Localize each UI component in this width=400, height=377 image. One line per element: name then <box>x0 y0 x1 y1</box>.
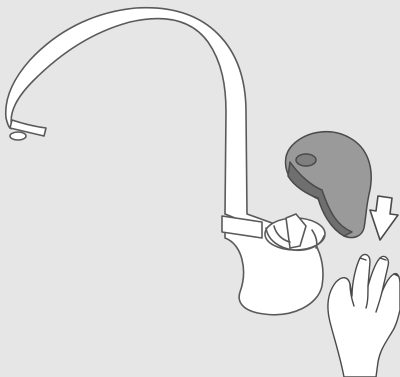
hand-icon <box>328 255 400 377</box>
faucet-icon <box>6 8 325 315</box>
down-arrow-icon <box>370 196 398 240</box>
